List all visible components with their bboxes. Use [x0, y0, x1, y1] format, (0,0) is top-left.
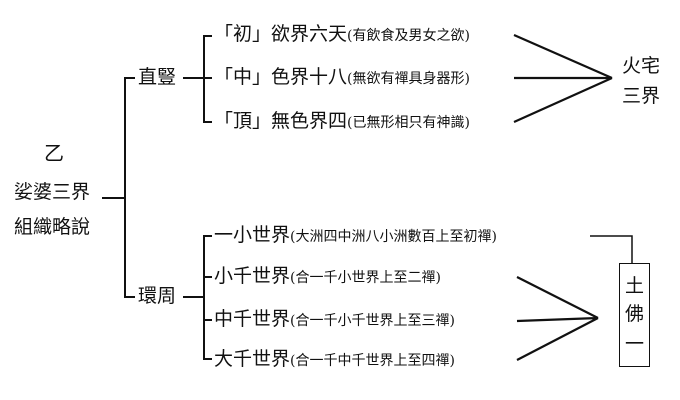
horizontal-item: 小千世界(合一千小世界上至二禪) [214, 267, 441, 286]
item-main: 「頂」無色界四 [214, 110, 348, 132]
horizontal-label: 環周 [138, 285, 177, 307]
item-note: (合一千中千世界上至四禪) [290, 353, 455, 369]
horizontal-bracket [203, 235, 212, 360]
root-title-line2: 組織略說 [14, 216, 91, 238]
buddha-land-box [619, 263, 650, 367]
small-world-connector [590, 235, 633, 263]
item-main: 「中」色界十八 [214, 66, 348, 88]
horizontal-item: 大千世界(合一千中千世界上至四禪) [214, 350, 455, 369]
buddha-land-convergence [516, 276, 599, 361]
item-main: 「初」欲界六天 [214, 23, 348, 45]
buddha-land-char: 一 [625, 333, 645, 355]
item-main: 大千世界 [214, 348, 291, 370]
fire-house-line1: 火宅 [622, 55, 661, 77]
main-bracket [124, 77, 135, 298]
item-note: (大洲四中洲八小洲數百上至初禪) [290, 229, 497, 245]
section-mark: 乙 [44, 141, 64, 165]
vertical-item: 「頂」無色界四(已無形相只有神識) [214, 112, 470, 131]
vertical-bracket [203, 35, 212, 123]
fire-house-line2: 三界 [622, 85, 661, 107]
item-note: (已無形相只有神識) [347, 115, 470, 131]
item-note: (合一千小世界上至二禪) [290, 270, 441, 286]
buddha-land-char: 佛 [625, 303, 645, 325]
buddha-land-char: 土 [625, 275, 645, 297]
root-title-line1: 娑婆三界 [14, 181, 91, 203]
item-main: 中千世界 [214, 308, 291, 330]
vertical-item: 「初」欲界六天(有飲食及男女之欲) [214, 25, 470, 44]
vertical-item: 「中」色界十八(無欲有禪具身器形) [214, 68, 470, 87]
horizontal-item: 一小世界(大洲四中洲八小洲數百上至初禪) [214, 226, 497, 245]
item-main: 一小世界 [214, 224, 291, 246]
item-note: (有飲食及男女之欲) [347, 28, 470, 44]
fire-house-convergence [513, 33, 613, 124]
vertical-label: 直豎 [138, 66, 177, 88]
horizontal-item: 中千世界(合一千小千世界上至三禪) [214, 310, 455, 329]
item-note: (合一千小千世界上至三禪) [290, 313, 455, 329]
item-main: 小千世界 [214, 265, 291, 287]
item-note: (無欲有禪具身器形) [347, 71, 470, 87]
